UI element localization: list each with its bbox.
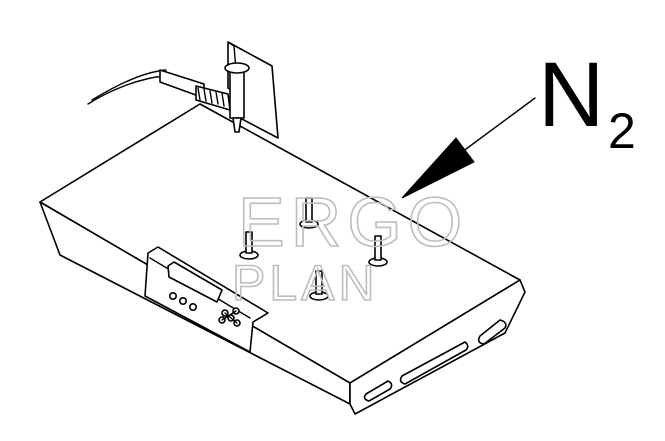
arrow-pointer xyxy=(401,137,475,199)
lcd-display-icon xyxy=(167,261,223,303)
gas-symbol-label: N xyxy=(538,44,604,146)
vent-slot-large xyxy=(399,341,469,385)
vent-slot-right xyxy=(477,319,507,345)
cable-inner xyxy=(91,69,167,101)
gas-subscript-label: 2 xyxy=(608,103,636,159)
soldering-iron-icon xyxy=(159,62,250,133)
cable xyxy=(87,75,166,105)
control-buttons-icon xyxy=(169,291,241,327)
vent-slot-small xyxy=(363,380,393,402)
watermark-line1: ERGO xyxy=(238,183,468,261)
nozzle-icon xyxy=(239,197,388,301)
device-right-face xyxy=(349,279,526,415)
arrow-line xyxy=(461,97,536,153)
watermark-line2: PLAN xyxy=(232,255,379,311)
